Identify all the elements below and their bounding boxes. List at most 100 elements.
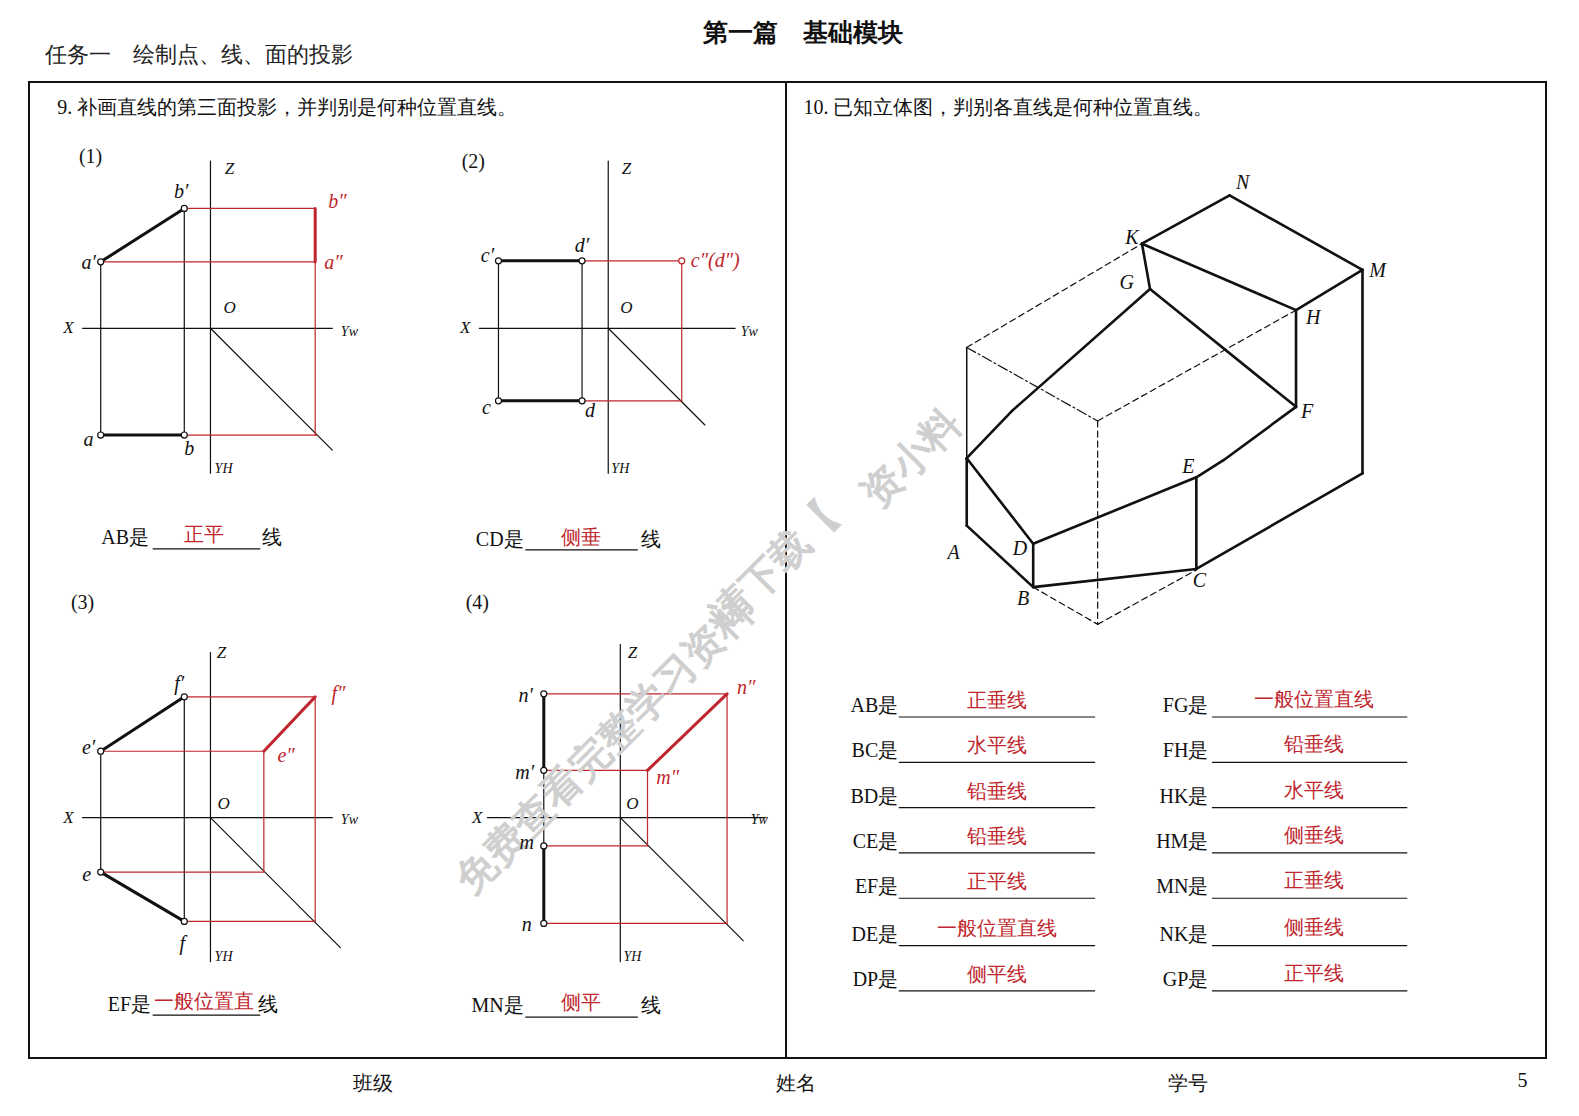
point-label: A [948,541,960,563]
question-text: DE是 [852,923,899,945]
axis-label: O [626,794,638,813]
projection-label: m″ [656,766,679,788]
drawing-line [899,990,1094,991]
point-label: c′ [481,244,494,266]
question-text: 班级 [353,1072,393,1094]
drawing-line [899,807,1094,808]
drawing-line [184,921,315,922]
drawing-line [1212,807,1406,808]
drawing-line [967,411,1012,458]
axis-label: X [63,319,73,338]
drawing-line [965,458,968,525]
question-text: FG是 [1163,694,1209,716]
point-label: D [1013,537,1027,559]
drawing-line [726,694,727,924]
drawing-line [581,261,582,401]
drawing-line [681,261,682,401]
point-label: N [1236,171,1249,193]
drawing-line [264,697,315,751]
point-dot [181,918,187,924]
drawing-line [899,716,1094,717]
drawing-line [498,399,582,402]
drawing-line [210,818,340,948]
axis-label: X [63,808,73,827]
point-label: b [184,437,194,459]
point-label: C [1193,569,1206,591]
drawing-line [1033,477,1196,543]
drawing-line [1195,477,1198,569]
point-label: d′ [575,234,589,256]
answer-text: 一般位置直线 [937,917,1057,939]
question-text: EF是 [108,993,151,1015]
point-label: n [522,913,532,935]
drawing-line [184,208,315,209]
point-label: F [1301,400,1313,422]
drawing-line [184,696,315,697]
point-dot [579,258,585,264]
drawing-line [1296,270,1362,310]
drawing-line [542,846,545,924]
point-label: m′ [515,761,534,783]
drawing-line [899,762,1094,763]
point-label: f′ [174,672,184,694]
question-text: HM是 [1156,830,1208,852]
drawing-line [1295,310,1298,407]
point-label: c [482,396,491,418]
drawing-line [101,434,185,437]
point-dot [679,258,685,264]
drawing-line [542,694,545,771]
drawing-line [314,208,317,261]
answer-text: 铅垂线 [1284,733,1344,755]
question-text: MN是 [471,994,523,1016]
question-text: 线 [258,993,278,1015]
drawing-line [1142,195,1230,243]
projection-label: b″ [328,190,346,212]
drawing-line [153,1014,260,1015]
axis-label: X [472,808,482,827]
axis-label: Yw [341,325,358,340]
point-dot [98,259,104,265]
drawing-line [1230,195,1363,270]
drawing-line [100,751,101,872]
point-label: m [519,831,533,853]
drawing-line [967,347,1098,421]
drawing-line [101,261,315,262]
point-dot [541,920,547,926]
projection-label: n″ [737,676,755,698]
drawing-line [315,208,316,435]
drawing-line [544,923,727,924]
axis-label: YH [611,462,629,477]
axis-label: Yw [341,812,358,827]
question-text: (3) [71,591,94,613]
drawing-line [1212,762,1406,763]
drawing-line [1212,716,1406,717]
question-text: 5 [1518,1069,1528,1091]
drawing-line [479,328,735,329]
drawing-line [967,458,1033,544]
point-label: E [1182,455,1194,477]
exercise-heading: 10. 已知立体图，判别各直线是何种位置直线。 [803,95,1213,119]
drawing-line [526,549,638,550]
exercise-panel: 10. 已知立体图，判别各直线是何种位置直线。 [787,81,1546,1060]
drawing-line [101,697,185,751]
axis-label: YH [215,949,233,964]
point-label: n′ [518,684,532,706]
drawing-line [101,871,264,872]
drawing-line [210,653,211,962]
axis-label: Z [628,643,637,662]
page-title: 第一篇 基础模块 [703,16,903,49]
point-dot [541,843,547,849]
axis-label: O [620,299,632,318]
point-label: e′ [82,736,95,758]
axis-label: Z [217,643,226,662]
question-text: AB是 [101,526,149,548]
point-label: K [1125,226,1138,248]
point-label: e [82,863,91,885]
point-label: d [585,399,595,421]
point-label: G [1120,271,1134,293]
drawing-line [498,259,582,262]
point-dot [98,869,104,875]
drawing-line [526,1016,638,1017]
answer-text: 一般位置直 [154,990,254,1012]
drawing-line [1150,289,1296,407]
